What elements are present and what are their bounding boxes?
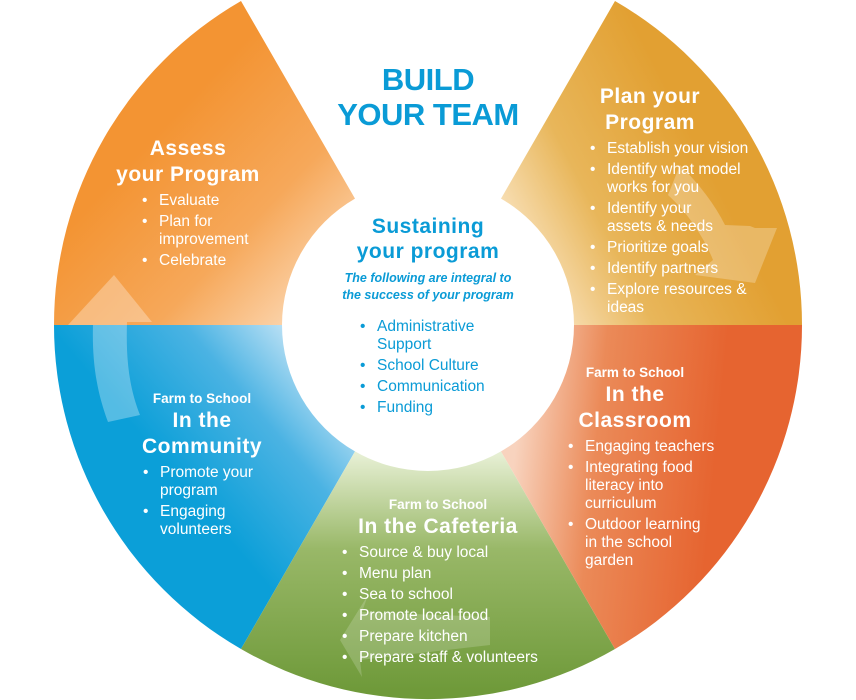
list-item: Promote local food (340, 607, 560, 625)
assess-block: Assess your Program Evaluate Plan for im… (88, 136, 288, 273)
plan-title-line-1: Plan your (599, 85, 701, 108)
arrow-up-icon (68, 275, 152, 422)
plan-list: Establish your vision Identify what mode… (588, 140, 760, 317)
segment-assess (53, 1, 356, 325)
community-title-line-2: Community (142, 435, 262, 458)
list-item: Establish your vision (588, 140, 760, 158)
assess-title: Assess your Program (88, 136, 288, 188)
list-item: Outdoor learning in the school garden (566, 516, 710, 570)
cafeteria-kicker: Farm to School (388, 497, 488, 512)
list-item: Promote your program (141, 464, 266, 500)
list-item: Explore resources & ideas (588, 281, 747, 317)
list-item: Identify partners (588, 260, 760, 278)
center-subtitle: The following are integral to the succes… (318, 270, 538, 304)
center-sustaining: Sustaining your program The following ar… (318, 214, 538, 420)
list-item: Evaluate (140, 192, 270, 210)
plan-block: Plan your Program Establish your vision … (580, 84, 760, 320)
center-title-line-2: your program (356, 240, 500, 263)
community-title: In the Community (122, 408, 282, 460)
classroom-title-line-2: Classroom (578, 409, 692, 432)
list-item: Engaging teachers (566, 438, 726, 456)
list-item: Prepare staff & volunteers (340, 649, 560, 667)
cafeteria-block: Farm to School In the Cafeteria Source &… (328, 496, 548, 670)
list-item: Funding (358, 399, 498, 417)
plan-title-line-2: Program (605, 111, 695, 134)
list-item: Celebrate (140, 252, 270, 270)
cafeteria-list: Source & buy local Menu plan Sea to scho… (340, 544, 560, 667)
classroom-list: Engaging teachers Integrating food liter… (566, 438, 726, 570)
community-list: Promote your program Engaging volunteers (141, 464, 266, 539)
community-title-line-1: In the (172, 409, 232, 432)
center-title-line-1: Sustaining (371, 215, 485, 238)
page-title: BUILD YOUR TEAM (278, 62, 578, 132)
title-line-1: BUILD (381, 62, 475, 97)
assess-title-line-1: Assess (149, 137, 227, 160)
classroom-title-line-1: In the (605, 383, 665, 406)
list-item: Identify what model works for you (588, 161, 760, 197)
classroom-kicker: Farm to School (585, 365, 685, 380)
list-item: Prioritize goals (588, 239, 760, 257)
center-list: Administrative Support School Culture Co… (358, 318, 498, 417)
center-subtitle-line-2: the success of your program (342, 288, 514, 302)
center-subtitle-line-1: The following are integral to (344, 271, 512, 285)
list-item: School Culture (358, 357, 498, 375)
classroom-block: Farm to School In the Classroom Engaging… (560, 364, 730, 573)
community-kicker: Farm to School (152, 391, 252, 406)
assess-list: Evaluate Plan for improvement Celebrate (140, 192, 270, 270)
list-item: Communication (358, 378, 498, 396)
list-item: Integrating food literacy into curriculu… (566, 459, 710, 513)
list-item: Plan for improvement (140, 213, 270, 249)
community-block: Farm to School In the Community Promote … (122, 390, 282, 542)
plan-title: Plan your Program (580, 84, 720, 136)
list-item: Engaging volunteers (141, 503, 266, 539)
center-title: Sustaining your program (318, 214, 538, 264)
list-item: Administrative Support (358, 318, 498, 354)
list-item: Prepare kitchen (340, 628, 560, 646)
cafeteria-title: In the Cafeteria (358, 515, 518, 538)
list-item: Identify your assets & needs (588, 200, 717, 236)
title-line-2: YOUR TEAM (337, 97, 519, 132)
list-item: Source & buy local (340, 544, 560, 562)
classroom-title: In the Classroom (560, 382, 710, 434)
list-item: Sea to school (340, 586, 560, 604)
list-item: Menu plan (340, 565, 560, 583)
assess-title-line-2: your Program (116, 163, 260, 186)
